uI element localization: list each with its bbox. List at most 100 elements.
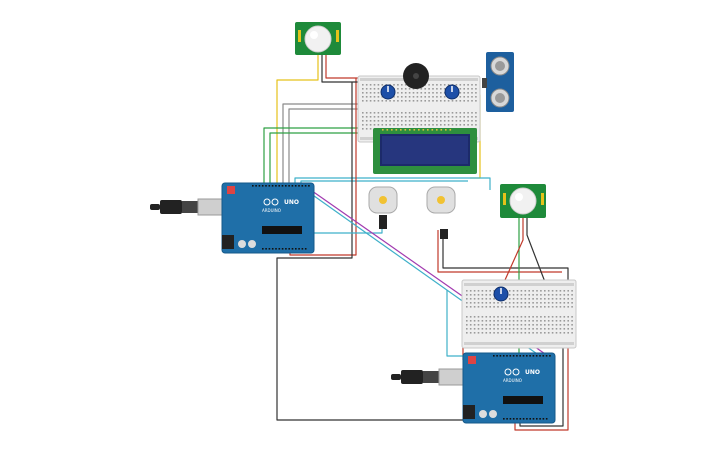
hole [436,92,438,94]
hole [362,120,364,122]
hole [477,290,480,292]
hole [397,124,399,126]
hole [536,328,538,330]
hole [516,320,519,322]
hole [516,290,519,292]
breadboard-bottom [461,279,577,349]
hole [400,129,402,131]
hole [469,320,472,322]
hole [544,320,546,322]
hole [501,328,503,330]
hole [408,96,411,98]
hole [477,298,480,300]
potentiometer-top-left[interactable] [380,84,396,100]
hole [463,96,465,98]
hole [469,332,472,334]
hole [428,120,430,122]
hole [532,418,535,420]
hole [443,112,446,114]
hole [443,120,446,122]
hole [401,96,403,98]
hole [295,248,297,250]
hole [489,332,491,334]
hole [432,120,434,122]
hole [397,92,399,94]
hole [443,88,446,90]
hole [463,88,465,90]
hole [298,185,300,187]
hole [413,129,416,131]
hole [428,84,430,86]
hole [308,185,310,187]
hole [505,306,507,308]
hole [516,355,518,357]
hole [547,294,550,296]
hole [373,88,376,90]
hole [520,290,523,292]
hole [508,298,511,300]
hole [420,124,423,126]
hole [365,116,368,118]
hole [252,185,254,187]
potentiometer-top-right[interactable] [444,84,460,100]
hole [459,116,462,118]
hole [424,92,426,94]
hole [544,324,546,326]
arduino-left-logo [263,198,279,206]
hole [393,84,395,86]
hole [528,306,530,308]
hole [436,96,438,98]
hole [547,324,550,326]
dc-motor-left [368,186,398,229]
hole [475,88,477,90]
hole [505,324,507,326]
hole [542,418,545,420]
hole [463,120,465,122]
hole [449,129,452,131]
hole [520,320,523,322]
hole [512,290,515,292]
hole [401,84,403,86]
hole [485,324,488,326]
hole [475,120,477,122]
hole [516,294,519,296]
arduino-left-header-bottom [262,248,307,250]
potentiometer-bottom[interactable] [493,286,509,302]
wire-red-pir2 [504,218,524,281]
hole [377,96,380,98]
wire-cyan-top-2 [300,180,468,185]
hole [397,84,399,86]
wire-red-motor-2 [437,230,562,273]
hole [469,316,472,318]
hole [443,100,446,102]
hole [432,100,434,102]
hole [467,100,469,102]
hole [362,112,364,114]
hole [571,332,573,334]
hole [432,96,434,98]
hole [471,116,473,118]
hole [397,88,399,90]
hole [540,328,542,330]
hole [551,298,554,300]
hole [544,332,546,334]
wire-gray-2 [288,108,372,185]
hole [559,290,562,292]
hole [377,124,380,126]
hole [445,129,447,131]
hole [385,124,387,126]
hole [428,100,430,102]
hole [516,298,519,300]
hole [512,316,515,318]
hole [389,112,391,114]
hole [463,92,465,94]
hole [427,129,429,131]
hole [505,328,507,330]
hole [436,88,438,90]
hole [420,96,423,98]
hole [466,294,468,296]
hole [539,418,541,420]
hole [501,316,503,318]
arduino-left-uno-label: UNO [284,199,299,206]
